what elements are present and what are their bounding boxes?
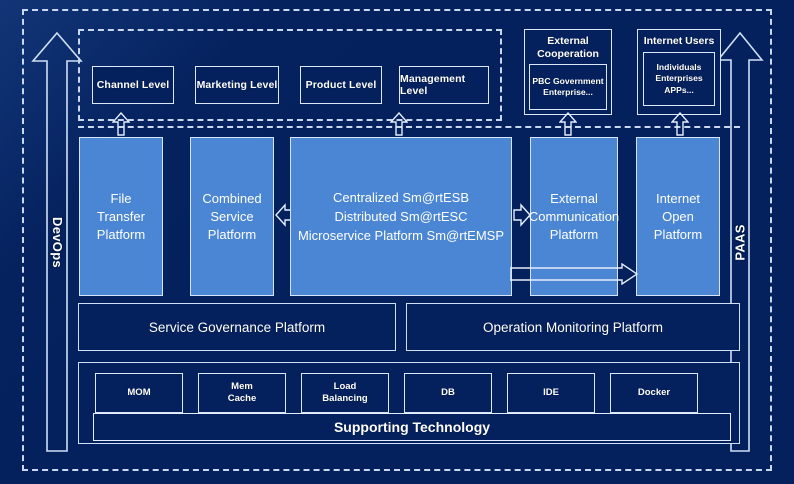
platform-label: Combined Service Platform [202,190,261,244]
level-box-product[interactable]: Product Level [300,66,382,104]
platform-line: External [550,190,598,206]
tech-label-line: MOM [127,387,151,398]
tech-box-ide[interactable]: IDE [507,373,595,413]
level-label: Channel Level [96,79,170,91]
actor-title: Internet Users [644,35,715,48]
up-arrow-external-communication [559,112,577,136]
bar-operation-monitoring[interactable]: Operation Monitoring Platform [406,303,740,351]
level-box-channel[interactable]: Channel Level [92,66,174,104]
bar-service-governance[interactable]: Service Governance Platform [78,303,396,351]
platform-line: Platform [549,226,599,242]
level-box-marketing[interactable]: Marketing Level [195,66,279,104]
platform-line: Platform [96,226,146,242]
tech-box-mom[interactable]: MOM [95,373,183,413]
platform-line: Distributed Sm@rtESC [334,209,468,224]
tech-box-docker[interactable]: Docker [610,373,698,413]
tech-label-line: DB [441,387,455,398]
tech-label-line: Docker [637,387,671,398]
platform-line: Communication [528,208,620,224]
platform-line: Platform [653,226,703,242]
platform-label: File Transfer Platform [97,190,145,244]
platform-external-communication[interactable]: External Communication Platform [529,137,619,296]
platform-line: Microservice Platform Sm@rtEMSP [297,228,505,243]
actor-inner-line2: Enterprises [655,73,703,84]
level-box-management[interactable]: Management Level [399,66,489,104]
actor-title: External Cooperation [537,35,599,61]
levels-dashed-region [78,29,502,121]
mid-dashed-separator [78,126,740,128]
supporting-technology-bar[interactable]: Supporting Technology [93,413,731,441]
bar-label: Operation Monitoring Platform [482,319,664,335]
tech-box-load-balancing[interactable]: Load Balancing [301,373,389,413]
actor-inner-box: Individuals Enterprises APPs... [643,52,715,106]
platform-combined-service[interactable]: Combined Service Platform [190,137,274,296]
tech-box-mem-cache[interactable]: Mem Cache [198,373,286,413]
tech-label-line: Load [333,381,357,392]
platform-label: Centralized Sm@rtESB Distributed Sm@rtES… [298,188,504,245]
platform-central-esb[interactable]: Centralized Sm@rtESB Distributed Sm@rtES… [290,137,512,296]
platform-line: Combined [202,190,262,206]
level-label: Management Level [400,73,466,97]
actor-box-internet-users[interactable]: Internet Users Individuals Enterprises A… [637,29,721,115]
platform-label: Internet Open Platform [654,190,702,244]
devops-label-wrap: DevOps [31,30,83,454]
devops-arrow: DevOps [31,30,83,454]
devops-label: DevOps [49,216,65,268]
actor-inner-box: PBC Government Enterprise... [529,64,607,110]
actor-title-line2: Cooperation [537,48,599,60]
platform-line: Platform [207,226,257,242]
up-arrow-internet-open [671,112,689,136]
up-arrow-channel [112,112,130,136]
platform-file-transfer[interactable]: File Transfer Platform [79,137,163,296]
actor-inner-line1: PBC Government [532,75,604,86]
outer-dashed-frame [22,9,772,471]
actor-inner-line1: Individuals [656,61,702,72]
platform-line: Transfer [97,208,145,224]
actor-title-line1: Internet Users [643,35,715,47]
paas-label: PAAS [732,223,748,261]
tech-label-line: Mem [231,381,253,392]
platform-label: External Communication Platform [529,190,619,244]
actor-title-line1: External [547,35,589,47]
arrow-esb-to-internet-open [510,263,638,285]
actor-inner-line3: APPs... [664,84,694,95]
tech-label-line: IDE [543,387,559,398]
tech-label-line: Cache [227,393,257,404]
platform-line: Internet [655,190,701,206]
platform-line: File [110,190,132,206]
actor-inner-line2: Enterprise... [543,87,593,97]
platform-line: Service [210,208,254,224]
platform-line: Centralized Sm@rtESB [332,190,470,205]
platform-line: Open [662,208,694,224]
platform-internet-open[interactable]: Internet Open Platform [636,137,720,296]
tech-label-line: Balancing [322,393,368,404]
level-label: Product Level [305,79,377,91]
level-label: Marketing Level [196,79,278,91]
arrow-right-to-external-communication [513,202,531,228]
bar-label: Service Governance Platform [148,319,326,335]
actor-box-external-cooperation[interactable]: External Cooperation PBC Government Ente… [524,29,612,115]
supporting-technology-label: Supporting Technology [333,419,491,435]
tech-box-db[interactable]: DB [404,373,492,413]
up-arrow-central [390,112,408,136]
